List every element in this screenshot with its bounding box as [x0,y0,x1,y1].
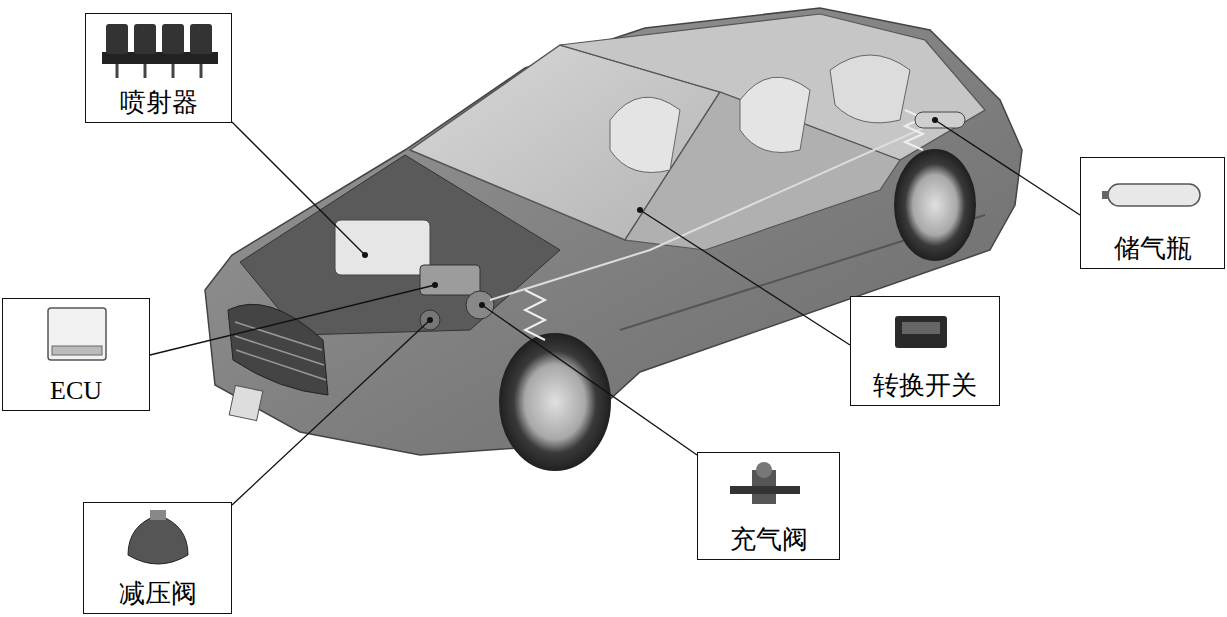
callout-box: 储气瓶 [1080,157,1225,269]
grille-bar [235,336,324,365]
ecu-case [48,308,106,360]
seat [610,97,680,172]
leader-line [232,122,365,255]
box-ground [697,452,840,560]
callout-box: 充气阀 [697,452,840,560]
ecu-icon [48,308,106,360]
injector-body [134,24,156,54]
part-icons [48,24,1200,564]
front-wheel [500,334,610,470]
leader-dot [432,282,438,288]
cylinder-icon [1102,184,1200,206]
leader-line [232,320,430,505]
switch-face [902,322,940,334]
car-body [205,8,1022,455]
part-label: 储气瓶 [1081,234,1224,264]
part-label: 喷射器 [86,88,231,118]
box-grounds [2,13,1225,614]
injector-icon [102,24,218,78]
license-plate [229,385,263,420]
ecu-connector [52,346,102,355]
leader-line [482,305,697,455]
cylinder-valve [1102,191,1109,199]
leader-line [640,210,850,345]
grille-bar [236,350,326,380]
engine-block [335,220,430,275]
seat [830,55,910,123]
engine-bay [240,155,560,335]
injector-nozzle [172,64,175,78]
box-ground [1080,157,1225,269]
part-label: ECU [3,376,149,406]
seat [740,77,810,152]
leader-dot [362,252,368,258]
gas-tank [915,112,965,128]
leader-line [150,285,435,355]
box-ground [83,502,232,614]
injector-nozzle [200,64,203,78]
leader-dot [427,317,433,323]
box-ground [850,296,1000,406]
valve-cap [756,462,772,478]
injector-nozzle [144,64,147,78]
reducer-icon [128,510,188,564]
leader-dot [637,207,643,213]
gas-pipe [490,125,930,300]
callout-box: 转换开关 [850,296,1000,406]
switch-case [895,316,947,348]
engine-part [466,291,494,319]
part-label: 减压阀 [84,579,231,609]
rear-wheel [895,150,975,260]
part-label: 充气阀 [698,525,839,555]
grille-bar [235,322,322,350]
reducer-top [150,510,166,520]
valve-arm [730,486,800,494]
callout-box: ECU [2,298,150,411]
part-label: 转换开关 [851,371,999,401]
injector-nozzle [116,64,119,78]
fill-valve-icon [730,462,800,504]
leader-dot [932,117,938,123]
reducer-body [128,515,188,564]
suspension [525,290,545,340]
engine-part [420,265,480,295]
cylinder-body [1108,184,1200,206]
callout-box: 减压阀 [83,502,232,614]
injector-nozzles [117,64,201,78]
injector-body [106,24,128,54]
box-ground [2,298,150,411]
injector-body [162,24,184,54]
switch-icon [895,316,947,348]
box-ground [85,13,232,123]
leader-dots [362,117,938,323]
injector-body [190,24,212,54]
leader-dot [479,302,485,308]
leader-lines [150,120,1080,505]
leader-line [935,120,1080,215]
grille [228,304,328,395]
callout-box: 喷射器 [85,13,232,123]
